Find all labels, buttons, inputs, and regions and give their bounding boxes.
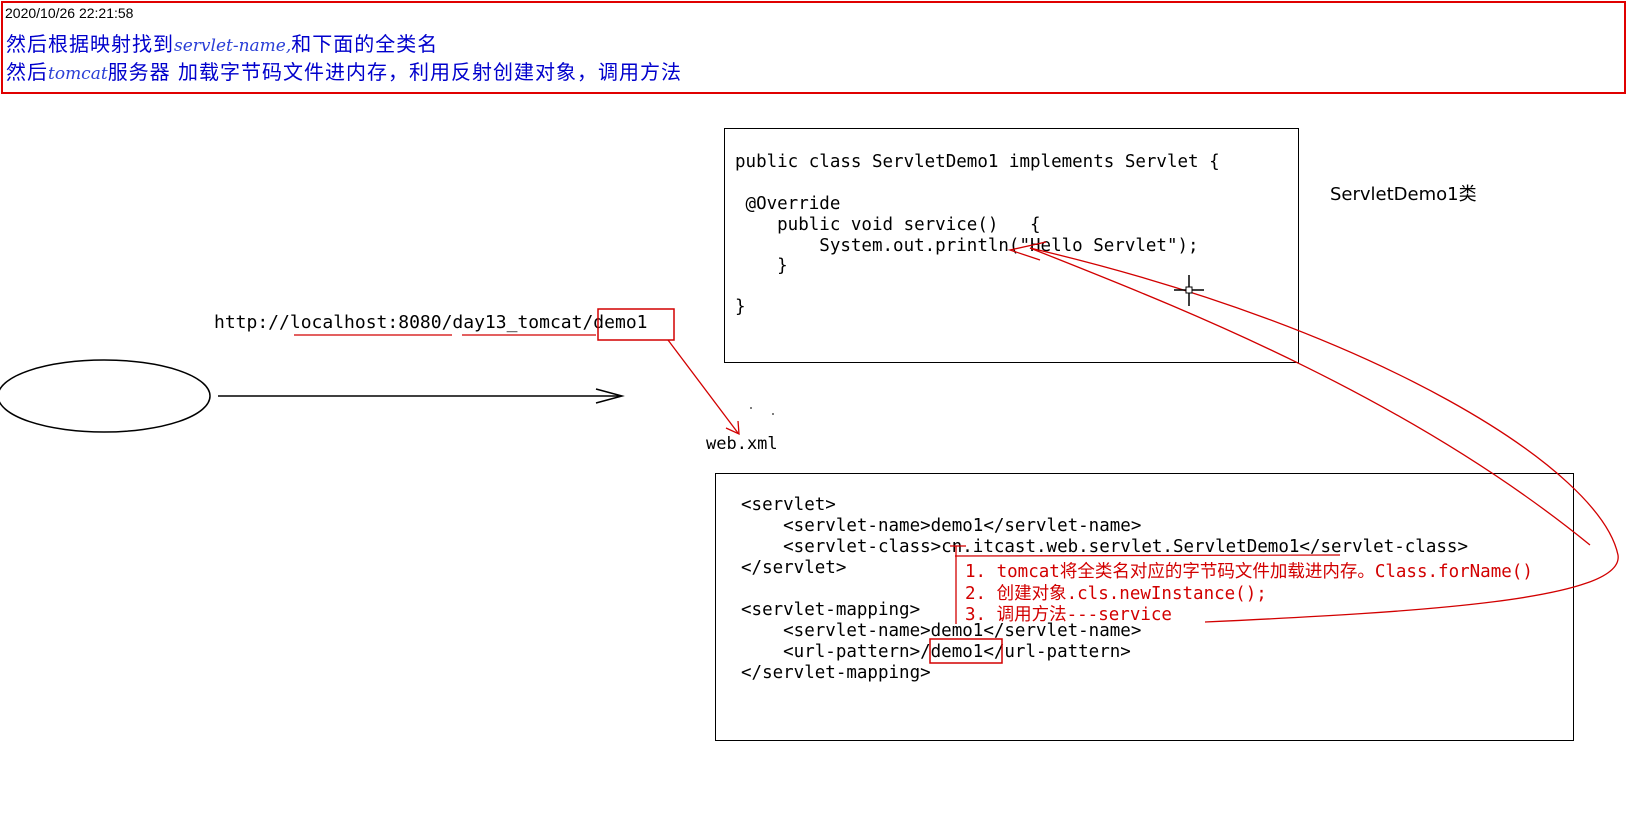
note-line-1: 然后根据映射找到servlet-name,和下面的全类名 [6,28,438,57]
class-code-line-4: public void service() { [735,215,1041,235]
note-line-2-text-a: 然后 [6,60,48,84]
url-host: localhost:8080 [289,312,442,333]
dot [750,407,752,409]
webxml-code-box [715,473,1574,741]
client-ellipse [0,359,211,433]
xml-line-2: <servlet-name>demo1</servlet-name> [741,516,1142,536]
xml-line-1: <servlet> [741,495,836,515]
url-to-webxml-arrowhead [725,420,740,436]
note-line-2-handwritten: tomcat [48,64,108,84]
note-panel [1,1,1626,94]
class-code-line-1: public class ServletDemo1 implements Ser… [735,152,1220,172]
note-line-1-text-b: 和下面的全类名 [291,32,439,56]
webxml-label: web.xml [706,434,778,454]
class-code-line-6: } [735,256,788,276]
annotation-step-3: 3. 调用方法---service [965,605,1172,625]
xml-line-3: <servlet-class>cn.itcast.web.servlet.Ser… [741,537,1468,557]
note-line-1-text-a: 然后根据映射找到 [6,32,174,56]
note-line-2-text-b: 服务器 加载字节码文件进内存，利用反射创建对象，调用方法 [107,60,683,84]
xml-line-7: <servlet-name>demo1</servlet-name> [741,621,1142,641]
xml-line-6: <servlet-mapping> [741,600,921,620]
url-path-highlight [597,308,675,341]
note-timestamp: 2020/10/26 22:21:58 [5,5,134,21]
xml-line-4: </servlet> [741,558,847,578]
annotation-step-2: 2. 创建对象.cls.newInstance(); [965,584,1267,604]
annotation-step-1: 1. tomcat将全类名对应的字节码文件加载进内存。Class.forName… [965,562,1533,582]
dot [772,413,774,415]
note-line-1-handwritten: servlet-name, [174,36,292,56]
reflection-loop-curve [1029,247,1619,623]
class-code-line-8: } [735,297,746,317]
url-pattern-highlight [929,638,1003,664]
url-prefix: http:// [214,312,290,333]
note-line-2: 然后tomcat服务器 加载字节码文件进内存，利用反射创建对象，调用方法 [6,56,682,85]
crosshair-cursor-center [1185,286,1193,294]
url-app: day13_tomcat [452,312,583,333]
url-sep-1: / [441,312,453,333]
xml-line-8: <url-pattern>/demo1</url-pattern> [741,642,1131,662]
request-arrow-head [595,388,625,404]
reflection-loop-arrowhead [1007,241,1047,261]
reflection-loop-inner [1029,247,1591,546]
xml-line-9: </servlet-mapping> [741,663,931,683]
servlet-class-code-box [724,128,1299,363]
class-caption: ServletDemo1类 [1330,184,1477,205]
class-code-line-3: @Override [735,194,841,214]
class-code-line-5: System.out.println("Hello Servlet"); [735,236,1199,256]
class-name-underline [954,554,1341,557]
url-to-webxml-arrow [667,339,739,434]
